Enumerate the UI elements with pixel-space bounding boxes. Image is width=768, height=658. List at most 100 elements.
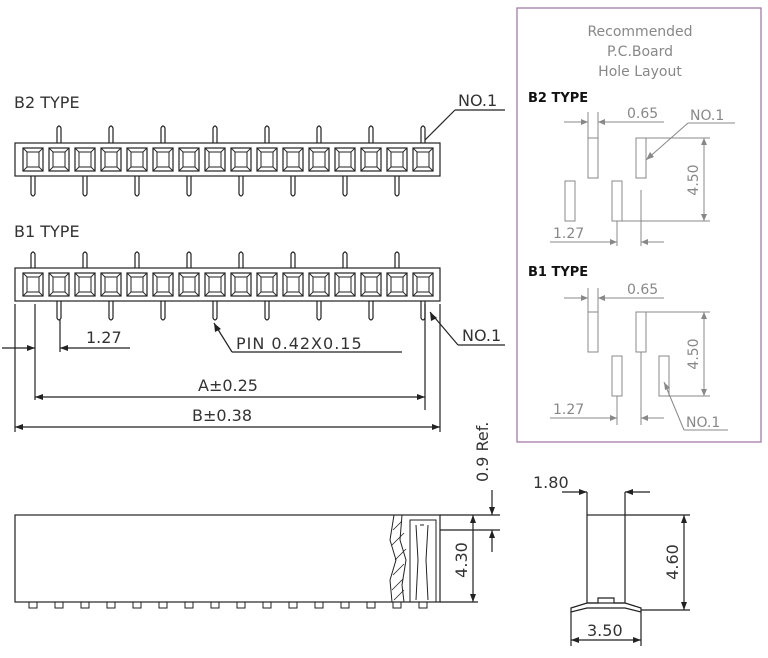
b1-cell-corner — [246, 272, 252, 278]
b2-cell-corner — [428, 166, 434, 172]
b2-cell-corner — [350, 147, 356, 153]
b2-cell-6 — [152, 147, 174, 172]
b2-cell-corner — [74, 166, 80, 172]
b1-cell-corner — [74, 291, 80, 297]
b1-cell-corner — [282, 291, 288, 297]
b1-cell-inner-2 — [52, 276, 66, 293]
b1-top-pin — [342, 251, 348, 268]
b2-cell-corner — [204, 147, 210, 153]
b2-cell-corner — [152, 147, 158, 153]
b1-cell-inner-14 — [364, 276, 378, 293]
b1-cell-14 — [360, 272, 382, 297]
b2-cell-corner — [100, 147, 106, 153]
side-foot — [80, 601, 90, 609]
b2-cell-corner — [230, 166, 236, 172]
b2-cell-corner — [230, 147, 236, 153]
b2-cell-corner — [142, 166, 148, 172]
b2-cell-corner — [126, 147, 132, 153]
b1-cell-corner — [256, 291, 262, 297]
b1-cell-corner — [64, 272, 70, 278]
section-cut — [389, 514, 407, 603]
b1-cell-corner — [308, 291, 314, 297]
b1-cell-corner — [100, 272, 106, 278]
side-foot — [184, 601, 194, 609]
b2-bottom-pin — [186, 176, 192, 197]
side-view-body — [14, 514, 441, 603]
b2-top-pin — [56, 125, 62, 143]
b2-no1-leader — [424, 109, 456, 141]
side-foot — [210, 601, 220, 609]
b1-cell-3 — [74, 272, 96, 297]
b1-cell-corner — [90, 272, 96, 278]
b2-cell-inner-2 — [52, 151, 66, 168]
b2-type-label: B2 TYPE — [14, 93, 80, 112]
b2-bottom-pin — [342, 176, 348, 197]
side-foot — [392, 601, 402, 609]
b1-cell-inner-7 — [182, 276, 196, 293]
b2-bottom-pin — [290, 176, 296, 197]
b1-cell-corner — [272, 272, 278, 278]
pcb-title-1: Recommended — [587, 24, 692, 40]
b2-cell-corner — [38, 166, 44, 172]
section-contact-cavity — [409, 519, 437, 603]
b1-cell-corner — [298, 291, 304, 297]
b2-cell-corner — [90, 166, 96, 172]
b1-cell-corner — [126, 272, 132, 278]
b2-cell-inner-10 — [260, 151, 274, 168]
pcb-b1-hole-1 — [587, 311, 599, 353]
b2-cell-corner — [360, 166, 366, 172]
b1-top-pin — [82, 251, 88, 268]
b1-cell-corner — [386, 291, 392, 297]
b1-cell-corner — [168, 291, 174, 297]
b2-cell-corner — [126, 166, 132, 172]
b1-cell-corner — [350, 272, 356, 278]
b2-cell-corner — [220, 166, 226, 172]
b1-cell-16 — [412, 272, 434, 297]
b2-cell-corner — [386, 147, 392, 153]
b1-pins-bottom — [56, 301, 426, 321]
pcb-b2-pitch-label: 1.27 — [553, 226, 584, 242]
b1-cell-corner — [376, 291, 382, 297]
b1-cell-12 — [308, 272, 330, 297]
b2-cell-corner — [152, 166, 158, 172]
pcb-b1-label: B1 TYPE — [528, 265, 588, 280]
b1-cell-corner — [402, 291, 408, 297]
b2-top-pin — [316, 125, 322, 143]
b2-cell-corner — [360, 147, 366, 153]
b1-cell-9 — [230, 272, 252, 297]
b2-cell-corner — [376, 147, 382, 153]
b2-cell-corner — [308, 147, 314, 153]
b1-cell-corner — [204, 272, 210, 278]
b1-top-pin — [30, 251, 36, 268]
pcb-b1-hole-4 — [658, 355, 670, 397]
b2-cell-16 — [412, 147, 434, 172]
ref-label: 0.9 Ref. — [473, 422, 492, 482]
b1-cell-corner — [324, 291, 330, 297]
b1-cell-corner — [402, 272, 408, 278]
b2-cell-inner-4 — [104, 151, 118, 168]
pin-size-label: PIN 0.42X0.15 — [236, 334, 363, 353]
b2-cell-corner — [334, 147, 340, 153]
b2-top-pin — [420, 125, 426, 143]
pcb-title-2: P.C.Board — [607, 44, 673, 60]
b2-housing — [14, 142, 441, 177]
b2-cell-corner — [194, 147, 200, 153]
section-hatch — [391, 520, 407, 601]
b2-cell-inner-11 — [286, 151, 300, 168]
b1-bottom-pin — [368, 301, 374, 321]
b2-cell-corner — [64, 147, 70, 153]
b1-cell-1 — [22, 272, 44, 297]
pcb-b2-hole-4 — [611, 180, 623, 222]
b2-top-pin — [212, 125, 218, 143]
b2-cell-corner — [178, 147, 184, 153]
b2-cell-corner — [272, 147, 278, 153]
b2-bottom-pin — [30, 176, 36, 197]
b2-cell-inner-8 — [208, 151, 222, 168]
side-foot — [132, 601, 142, 609]
b1-housing — [14, 267, 441, 302]
b2-cell-inner-7 — [182, 151, 196, 168]
side-foot — [54, 601, 64, 609]
b1-cell-corner — [38, 272, 44, 278]
pcb-b1-no1-label: NO.1 — [686, 415, 720, 431]
b2-cell-corner — [412, 166, 418, 172]
